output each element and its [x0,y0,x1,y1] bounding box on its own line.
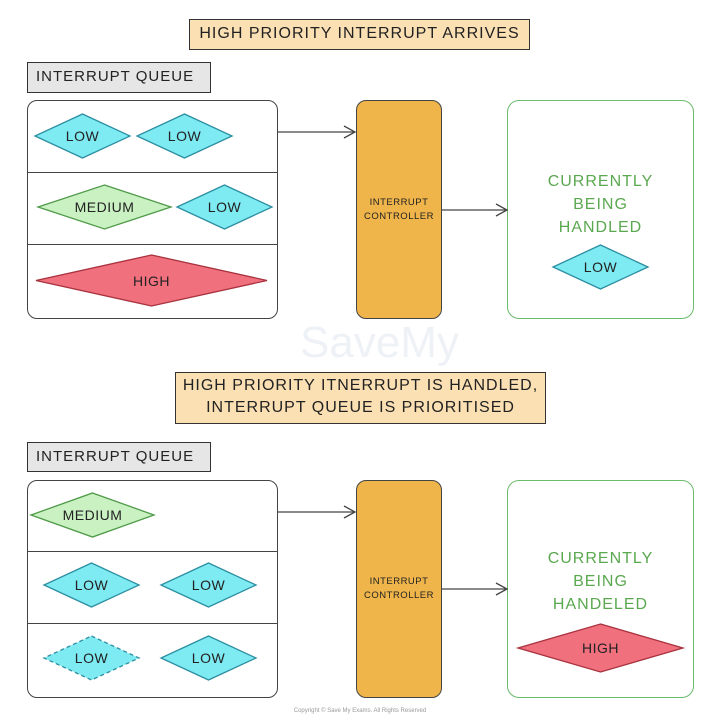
top-queue-label: INTERRUPT QUEUE [27,62,211,93]
watermark: SaveMy [300,318,459,367]
bottom-arrow-queue-to-controller [278,505,357,519]
handled-line2: BEING [573,573,628,590]
bottom-queue-label-text: INTERRUPT QUEUE [36,448,195,465]
handled-line3: HANDLED [558,219,643,236]
controller-line1: INTERRUPT [369,576,429,587]
bottom-title: HIGH PRIORITY ITNERRUPT IS HANDLED, INTE… [175,372,546,424]
bottom-arrow-controller-to-handled [442,582,509,596]
controller-line2: CONTROLLER [364,210,434,222]
controller-line2: CONTROLLER [364,590,434,601]
bottom-queue-label: INTERRUPT QUEUE [27,442,211,472]
bottom-row2-low-2: LOW [159,562,258,608]
handled-line2: BEING [573,196,628,213]
bottom-interrupt-controller: INTERRUPT CONTROLLER [356,480,442,698]
bottom-row3-low: LOW [159,635,258,681]
top-interrupt-controller: INTERRUPT CONTROLLER [356,100,442,319]
top-row3-high: HIGH [35,254,268,307]
bottom-title-line1: HIGH PRIORITY ITNERRUPT IS HANDLED, [182,377,539,394]
top-row1-low-1: LOW [33,113,132,159]
top-row2-medium: MEDIUM [35,184,174,230]
bottom-row3-low-dashed: LOW [42,635,141,681]
top-arrow-queue-to-controller [278,125,357,139]
top-row2-low: LOW [175,184,274,230]
bottom-title-line2: INTERRUPT QUEUE IS PRIORITISED [206,399,515,416]
controller-line1: INTERRUPT [369,196,429,208]
top-queue-label-text: INTERRUPT QUEUE [36,68,195,85]
bottom-current-high: HIGH [515,623,686,673]
top-title: HIGH PRIORITY INTERRUPT ARRIVES [189,19,530,50]
copyright-notice: Copyright © Save My Exams. All Rights Re… [293,708,427,714]
top-arrow-controller-to-handled [442,203,509,217]
handled-line1: CURRENTLY [547,173,654,190]
bottom-row2-low-1: LOW [42,562,141,608]
top-title-text: HIGH PRIORITY INTERRUPT ARRIVES [199,25,520,42]
handled-line1: CURRENTLY [547,550,654,567]
top-current-low: LOW [551,244,650,290]
bottom-row1-medium: MEDIUM [29,492,156,538]
handled-line3: HANDELED [552,596,649,613]
top-row1-low-2: LOW [135,113,234,159]
